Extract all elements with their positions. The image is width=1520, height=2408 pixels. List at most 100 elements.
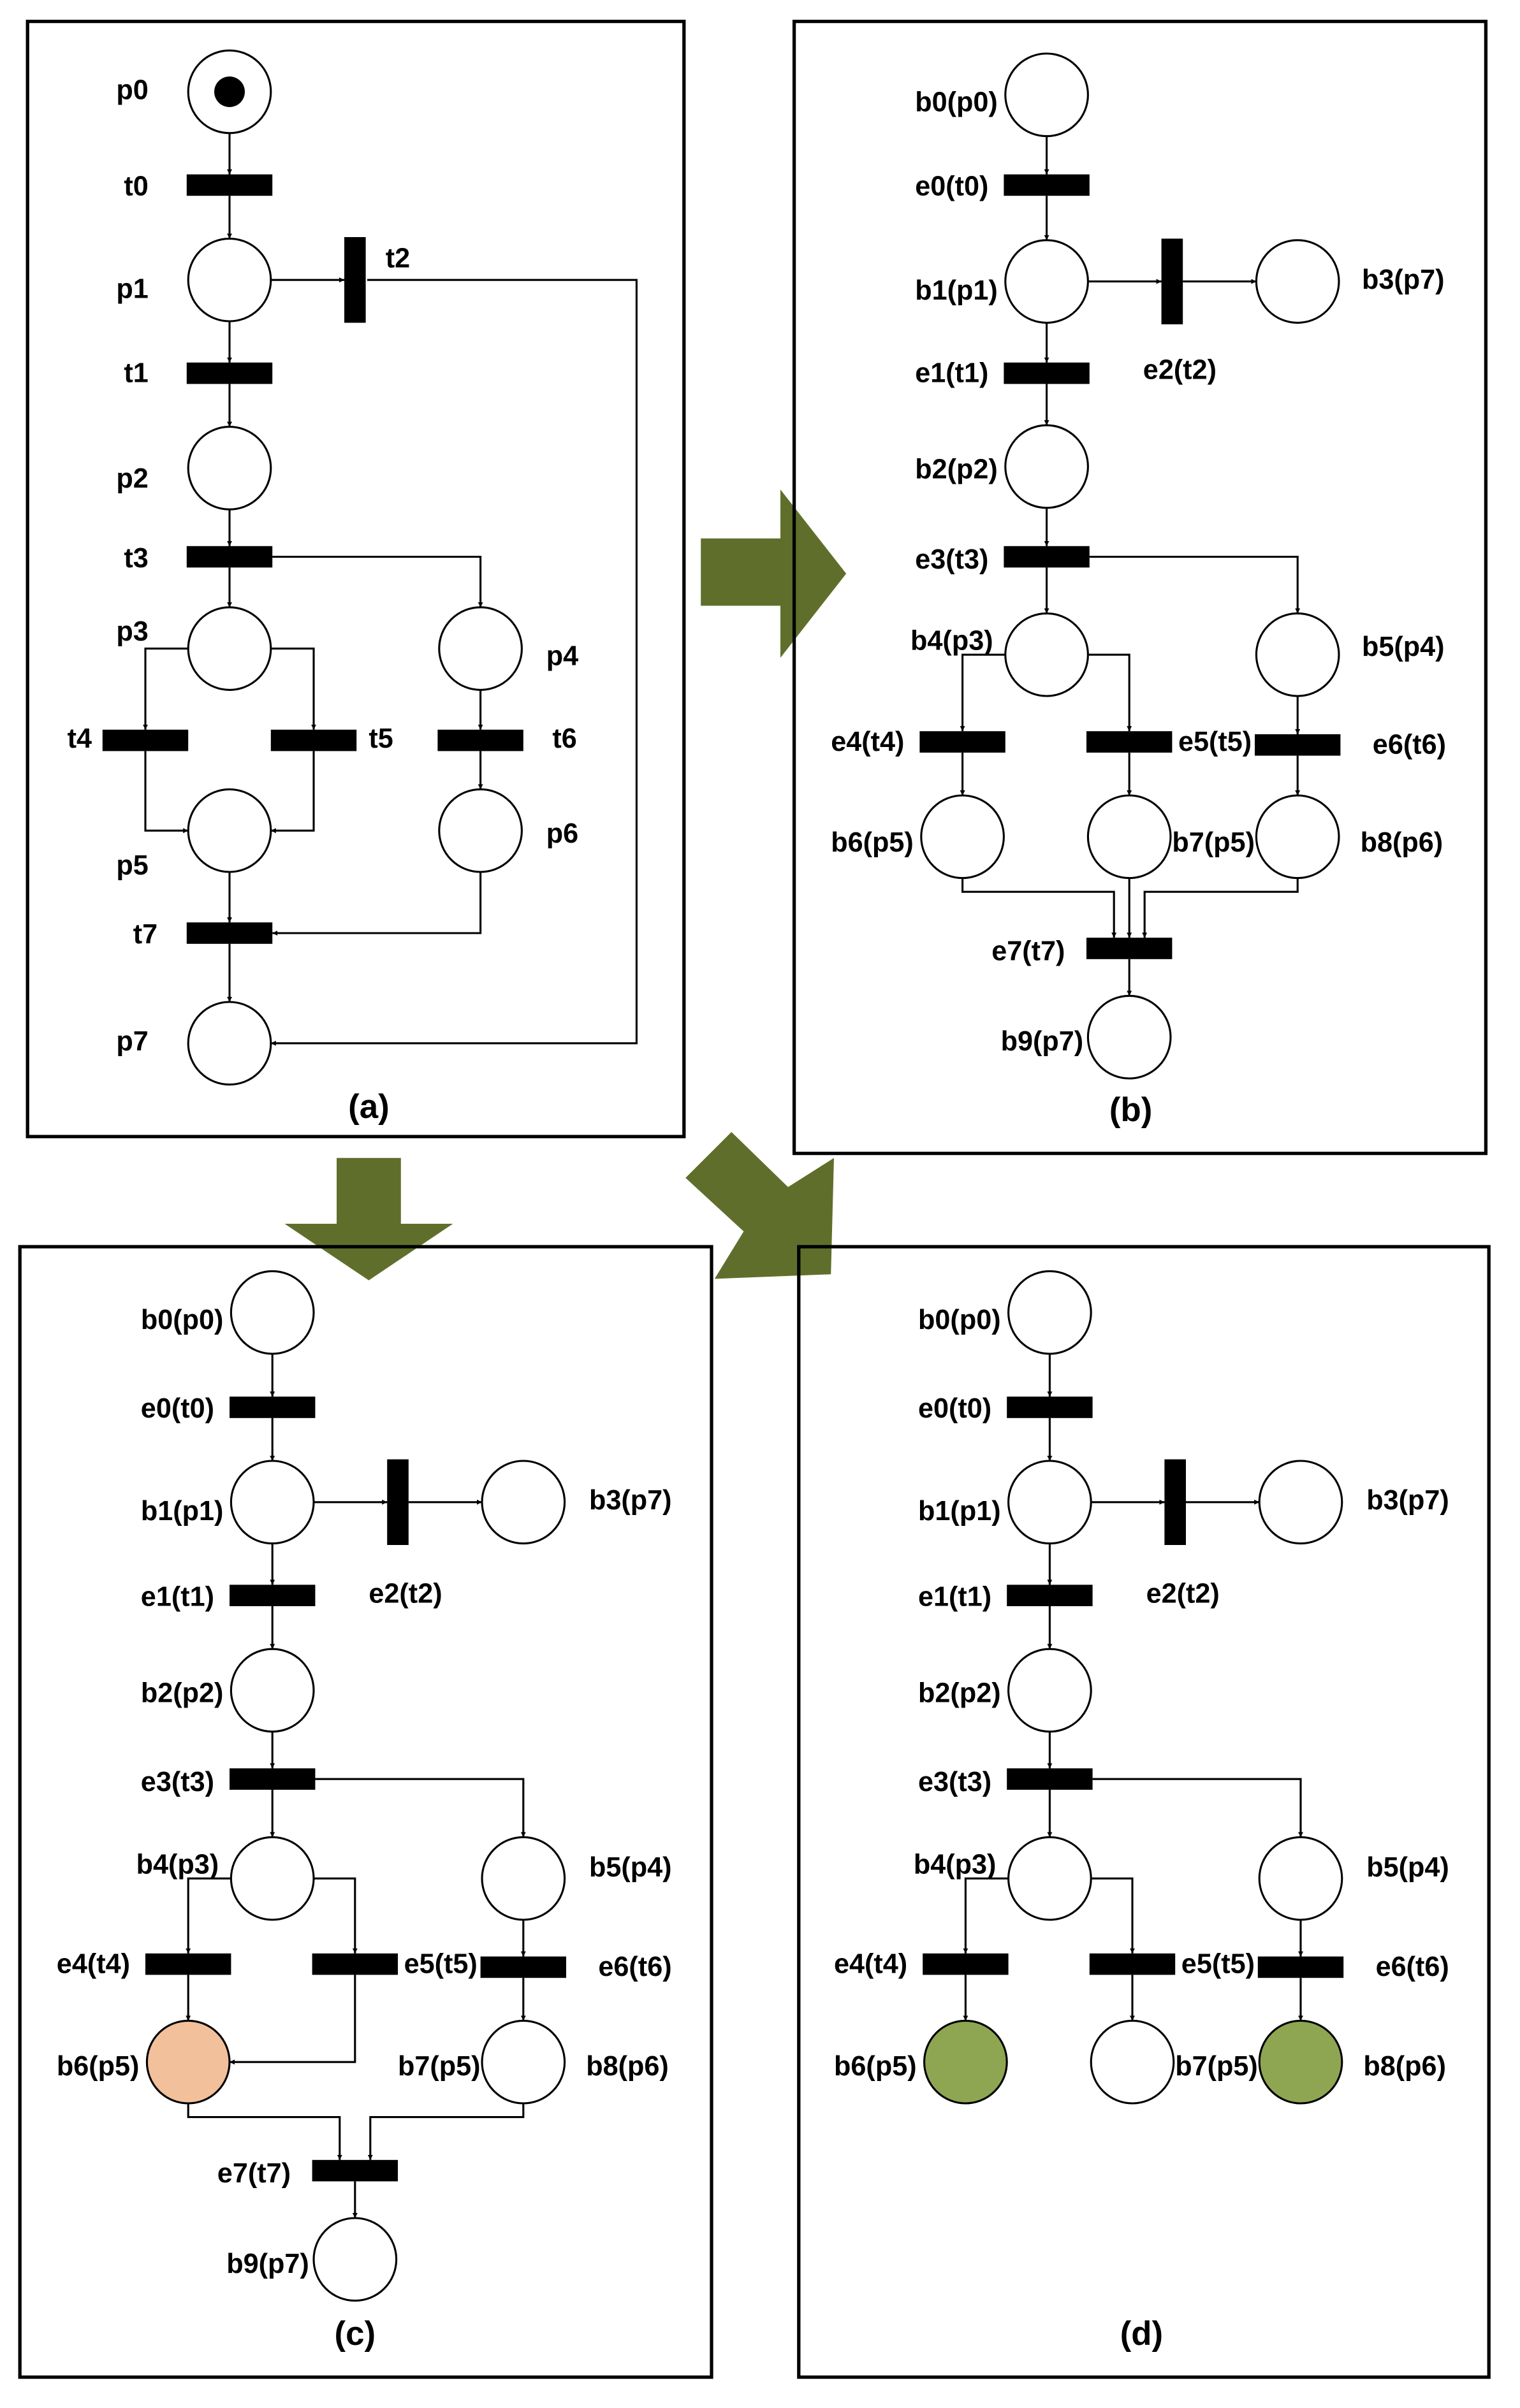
transition-label-t2: t2 — [386, 243, 410, 273]
place-b1 — [230, 1460, 315, 1545]
transition-label-e1: e1(t1) — [918, 1581, 991, 1612]
place-label-b1: b1(p1) — [141, 1496, 224, 1527]
place-b1 — [1007, 1460, 1092, 1545]
place-label-b3: b3(p7) — [1366, 1485, 1449, 1516]
transition-label-e6: e6(t6) — [598, 1952, 671, 1982]
transition-label-t4: t4 — [68, 723, 92, 754]
transition-label-e7: e7(t7) — [991, 936, 1065, 967]
transition-label-t5: t5 — [369, 723, 393, 754]
place-b8 — [481, 2019, 566, 2105]
place-b9 — [312, 2217, 398, 2302]
place-b0 — [1007, 1270, 1092, 1355]
place-label-b8: b8(p6) — [1361, 827, 1443, 858]
place-b6 — [923, 2019, 1008, 2105]
panel-caption: (b) — [1109, 1091, 1152, 1129]
place-p4 — [438, 606, 523, 691]
transition-t2 — [344, 237, 366, 323]
place-b3 — [481, 1460, 566, 1545]
panel-caption: (c) — [335, 2315, 376, 2353]
transition-t1 — [186, 362, 273, 384]
transition-label-e1: e1(t1) — [915, 358, 988, 388]
place-b7 — [1086, 794, 1172, 880]
transition-label-e1: e1(t1) — [141, 1581, 214, 1612]
transition-t5 — [270, 729, 357, 751]
place-b4 — [230, 1836, 315, 1921]
place-label-b0: b0(p0) — [915, 87, 998, 118]
transition-e0 — [1004, 174, 1090, 196]
transition-e6 — [1257, 1956, 1344, 1978]
place-label-b6: b6(p5) — [57, 2051, 140, 2082]
transition-t7 — [186, 922, 273, 944]
transition-label-e4: e4(t4) — [57, 1948, 130, 1979]
place-label-p7: p7 — [116, 1026, 148, 1057]
place-b4 — [1007, 1836, 1092, 1921]
place-label-b5: b5(p4) — [1362, 632, 1445, 662]
place-label-b9: b9(p7) — [1001, 1026, 1084, 1057]
arc-arrow — [265, 648, 316, 730]
transition-label-e3: e3(t3) — [918, 1767, 991, 1797]
arc-arrow — [960, 653, 1012, 732]
transition-label-t1: t1 — [124, 358, 148, 388]
arc-arrow — [307, 1877, 358, 1954]
place-label-b7: b7(p5) — [398, 2051, 481, 2082]
transition-label-e4: e4(t4) — [831, 727, 904, 757]
place-b3 — [1255, 239, 1340, 324]
place-label-b3: b3(p7) — [589, 1485, 672, 1516]
arc-arrow — [315, 1778, 526, 1838]
place-label-b0: b0(p0) — [141, 1305, 224, 1335]
arc-arrow — [1081, 653, 1132, 732]
place-p7 — [187, 1001, 272, 1086]
transition-label-e5: e5(t5) — [1181, 1948, 1255, 1979]
transition-t6 — [437, 729, 523, 751]
arc-arrow — [270, 751, 315, 834]
arc-arrow — [272, 556, 483, 607]
transition-e2 — [387, 1459, 409, 1545]
transition-label-t6: t6 — [552, 723, 576, 754]
transition-t3 — [186, 546, 273, 568]
place-b5 — [1258, 1836, 1343, 1921]
place-label-b0: b0(p0) — [918, 1305, 1001, 1335]
place-p5 — [187, 788, 272, 873]
transition-label-e5: e5(t5) — [404, 1948, 478, 1979]
transition-e1 — [1004, 362, 1090, 384]
transition-e2 — [1164, 1459, 1186, 1545]
place-label-b7: b7(p5) — [1175, 2051, 1258, 2082]
arc-arrow — [1092, 1778, 1303, 1838]
arc-arrow — [187, 2103, 342, 2160]
place-label-b5: b5(p4) — [589, 1852, 672, 1883]
transition-e4 — [923, 1953, 1009, 1975]
panel-c: e0(t0)e1(t1)e2(t2)e3(t3)e4(t4)e5(t5)e6(t… — [18, 1245, 713, 2379]
place-label-b1: b1(p1) — [918, 1496, 1001, 1527]
arc-arrow — [186, 1877, 237, 1954]
arc-arrow — [1085, 1877, 1135, 1954]
place-p6 — [438, 788, 523, 873]
transition-label-e6: e6(t6) — [1376, 1952, 1449, 1982]
transition-e4 — [919, 731, 1005, 753]
panel-d: e0(t0)e1(t1)e2(t2)e3(t3)e4(t4)e5(t5)e6(t… — [797, 1245, 1491, 2379]
place-b0 — [230, 1270, 315, 1355]
transition-label-t0: t0 — [124, 171, 148, 202]
place-b8 — [1255, 794, 1340, 880]
place-label-b2: b2(p2) — [141, 1678, 224, 1709]
arrow-a-to-d — [685, 1132, 834, 1279]
transition-e5 — [312, 1953, 398, 1975]
panel-frame — [792, 19, 1488, 1156]
place-label-b9: b9(p7) — [226, 2249, 309, 2279]
place-b6 — [145, 2019, 231, 2105]
place-label-p3: p3 — [116, 616, 148, 647]
transition-e7 — [312, 2159, 398, 2182]
panel-caption: (a) — [348, 1088, 390, 1126]
transition-label-t3: t3 — [124, 543, 148, 574]
place-b5 — [1255, 612, 1340, 697]
place-b8 — [1258, 2019, 1343, 2105]
place-label-p4: p4 — [546, 641, 578, 671]
arrow-a-to-c — [284, 1157, 453, 1280]
arc-arrow — [143, 648, 194, 730]
place-p2 — [187, 426, 272, 511]
arrow-a-to-b — [701, 490, 847, 658]
transition-label-e3: e3(t3) — [915, 544, 988, 575]
transition-e3 — [230, 1768, 316, 1790]
place-label-p0: p0 — [116, 75, 148, 105]
transition-label-e5: e5(t5) — [1178, 727, 1252, 757]
